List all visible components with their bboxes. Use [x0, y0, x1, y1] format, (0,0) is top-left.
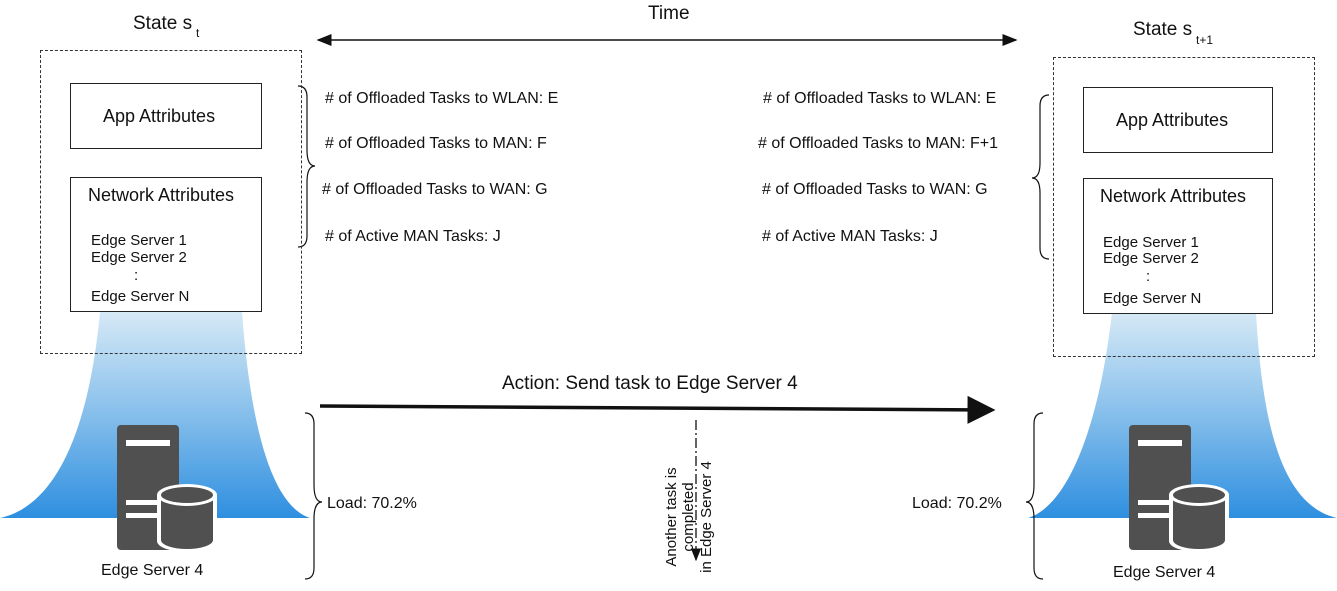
right-metric-man: # of Offloaded Tasks to MAN: F+1: [758, 135, 998, 152]
left-server-icon: [117, 425, 217, 552]
left-server-label: Edge Server 4: [101, 562, 204, 579]
right-beam-shape: [1028, 312, 1337, 518]
left-state-title: State s: [133, 13, 193, 34]
right-edge-server-2: Edge Server 2: [1103, 250, 1199, 267]
left-metric-man: # of Offloaded Tasks to MAN: F: [325, 135, 547, 152]
left-metric-active-man: # of Active MAN Tasks: J: [325, 228, 501, 245]
left-network-attributes-label: Network Attributes: [88, 185, 235, 205]
right-load-label: Load: 70.2%: [912, 495, 1002, 512]
event-label-line-2: completed: [680, 482, 698, 552]
left-state-subscript: t: [196, 26, 200, 40]
right-state-container: [1053, 57, 1315, 357]
right-network-attributes-box: [1083, 178, 1273, 314]
right-server-label: Edge Server 4: [1113, 564, 1216, 581]
right-metric-active-man: # of Active MAN Tasks: J: [762, 228, 938, 245]
action-arrow: [319, 395, 996, 424]
right-app-attributes-label: App Attributes: [1116, 110, 1229, 130]
right-server-icon: [1129, 425, 1229, 552]
right-app-attributes-box: [1083, 87, 1273, 153]
left-edge-server-1: Edge Server 1: [91, 232, 187, 249]
event-label-line-3: in Edge Server 4: [697, 461, 715, 573]
right-state-title: State s: [1133, 19, 1193, 40]
left-load-label: Load: 70.2%: [327, 495, 417, 512]
left-metric-wan: # of Offloaded Tasks to WAN: G: [322, 181, 548, 198]
right-network-attributes-label: Network Attributes: [1100, 186, 1247, 206]
time-label: Time: [648, 3, 690, 24]
right-state-subscript: t+1: [1196, 33, 1214, 47]
right-edge-server-n: Edge Server N: [1103, 290, 1202, 307]
left-load-brace: [304, 412, 323, 580]
right-metrics-brace: [1031, 94, 1050, 260]
left-beam-shape: [0, 312, 310, 518]
event-label-line-1: Another task is: [663, 467, 680, 567]
left-app-attributes-box: [70, 83, 262, 149]
left-edge-server-2: Edge Server 2: [91, 249, 187, 266]
right-edge-server-ellipsis: :: [1146, 268, 1151, 285]
right-metric-wlan: # of Offloaded Tasks to WLAN: E: [763, 90, 997, 107]
left-app-attributes-label: App Attributes: [103, 106, 216, 126]
left-edge-server-n: Edge Server N: [91, 288, 190, 305]
right-edge-server-1: Edge Server 1: [1103, 234, 1199, 251]
left-metrics-brace: [297, 85, 316, 248]
left-state-container: [40, 50, 302, 354]
left-edge-server-ellipsis: :: [134, 267, 139, 284]
right-load-brace: [1025, 412, 1044, 580]
left-network-attributes-box: [70, 177, 262, 312]
right-metric-wan: # of Offloaded Tasks to WAN: G: [762, 181, 988, 198]
action-label: Action: Send task to Edge Server 4: [502, 373, 798, 394]
left-metric-wlan: # of Offloaded Tasks to WLAN: E: [325, 90, 559, 107]
event-label-text: Another task is completed in Edge Server…: [663, 447, 717, 587]
